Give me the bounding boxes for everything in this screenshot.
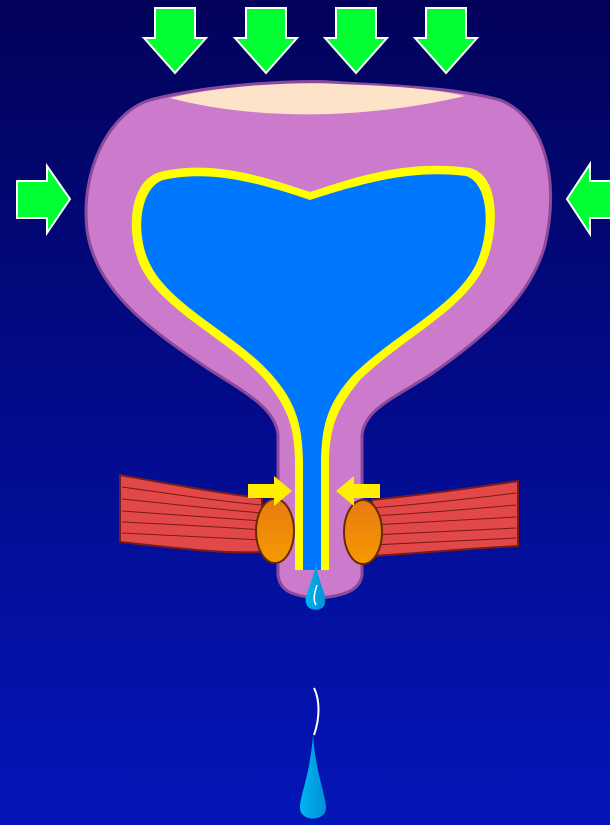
sphincter-ring-left xyxy=(256,499,294,563)
green-arrow-icon xyxy=(235,8,297,73)
sphincter-muscle-left xyxy=(120,475,262,552)
water-droplet-icon xyxy=(300,688,326,819)
green-arrow-icon xyxy=(567,164,610,234)
green-arrow-icon xyxy=(17,166,70,233)
green-arrow-icon xyxy=(144,8,206,73)
green-arrow-icon xyxy=(415,8,477,73)
sphincter-muscle-right xyxy=(372,481,518,556)
muscle-band-left xyxy=(120,475,262,552)
green-arrow-icon xyxy=(325,8,387,73)
sphincter-ring-right xyxy=(344,500,382,564)
